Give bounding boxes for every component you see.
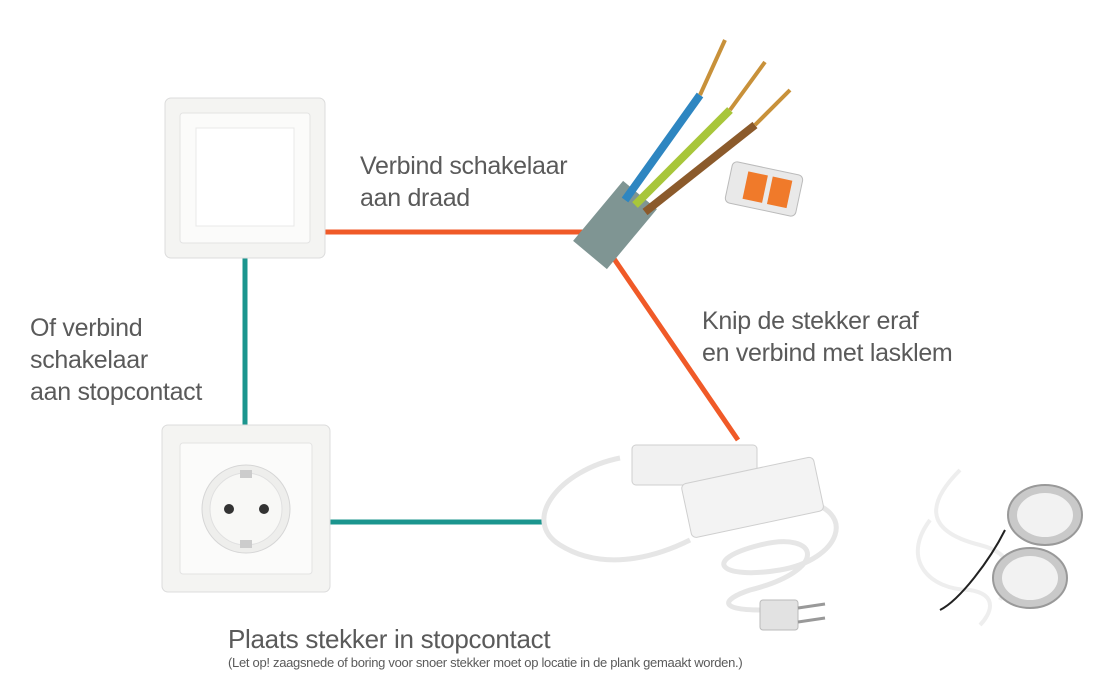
- label-or-connect-socket: Of verbind schakelaar aan stopcontact: [30, 312, 202, 408]
- note-text: (Let op! zaagsnede of boring voor snoer …: [228, 655, 743, 670]
- lever-connector-image: [724, 161, 804, 217]
- label-line: schakelaar: [30, 346, 148, 374]
- label-connect-switch-wire: Verbind schakelaar aan draad: [360, 150, 568, 214]
- label-line: aan stopcontact: [30, 378, 203, 406]
- orange-line-wire-to-transformer: [605, 248, 741, 442]
- label-line: Knip de stekker eraf: [702, 307, 919, 335]
- label-line: aan draad: [360, 184, 470, 212]
- led-transformer-image: [541, 444, 839, 631]
- wall-socket-image: [161, 424, 331, 593]
- label-cut-plug: Knip de stekker eraf en verbind met lask…: [702, 305, 953, 369]
- label-line: en verbind met lasklem: [702, 339, 953, 367]
- label-plug-in: Plaats stekker in stopcontact: [228, 624, 551, 654]
- electrical-cable-image: [573, 39, 792, 270]
- label-line: Verbind schakelaar: [360, 152, 568, 180]
- light-switch-image: [164, 97, 326, 259]
- label-line: Of verbind: [30, 314, 143, 342]
- led-spotlights-image: [915, 468, 1083, 627]
